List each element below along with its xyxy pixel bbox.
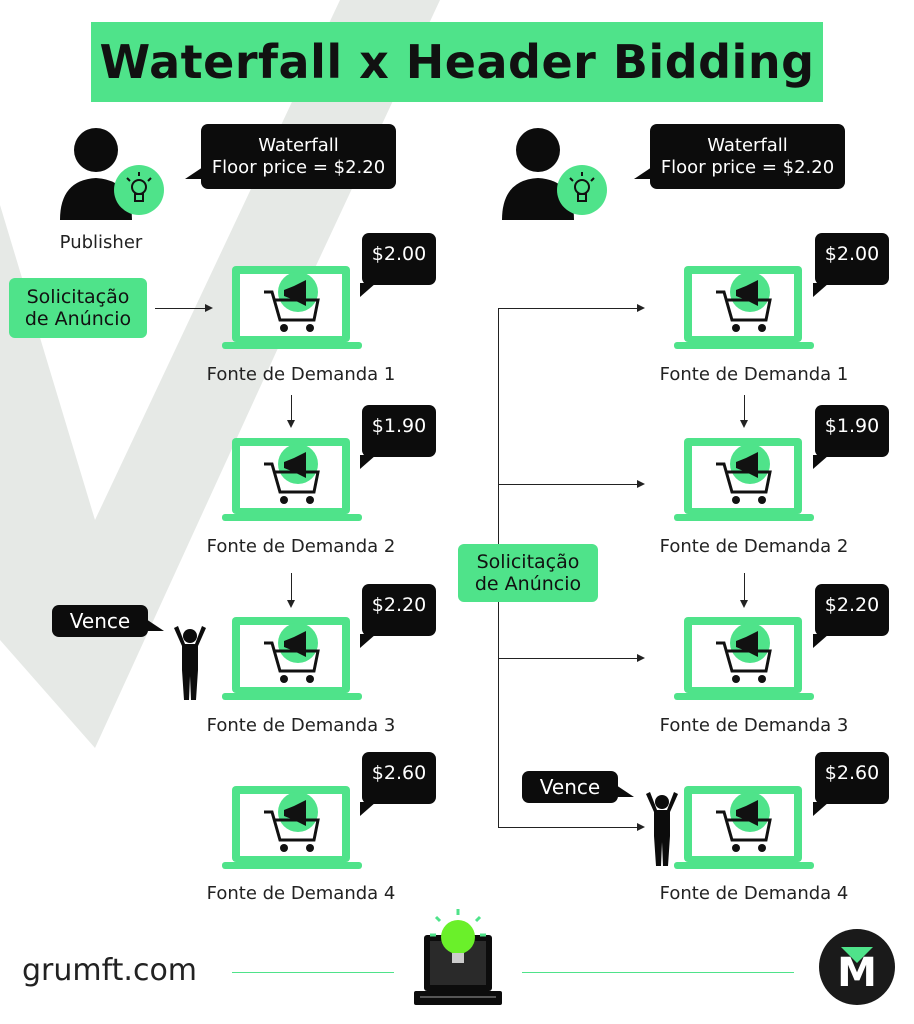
right-price-2: $1.90 bbox=[813, 405, 889, 469]
right-source-4-label: Fonte de Demanda 4 bbox=[659, 883, 849, 904]
right-branch-4 bbox=[498, 827, 638, 828]
left-bubble-line2: Floor price = $2.20 bbox=[211, 156, 386, 178]
right-laptop-1 bbox=[674, 262, 814, 352]
left-laptop-2 bbox=[222, 434, 362, 524]
right-laptop-3 bbox=[674, 613, 814, 703]
right-arrowhead-2-3 bbox=[740, 600, 748, 608]
footer-divider-left bbox=[232, 972, 394, 973]
left-source-4-label: Fonte de Demanda 4 bbox=[206, 883, 396, 904]
left-price-3: $2.20 bbox=[360, 584, 436, 648]
left-winner-badge: Vence bbox=[52, 605, 164, 637]
left-arrow-2-3 bbox=[291, 573, 292, 600]
title-banner: Waterfall x Header Bidding bbox=[91, 22, 823, 102]
left-winner-person-icon bbox=[174, 626, 206, 700]
laptop-lightbulb-icon bbox=[414, 909, 502, 1005]
right-branch-1-arrowhead bbox=[637, 304, 645, 312]
right-branch-3 bbox=[498, 658, 638, 659]
right-request-line1: Solicitação bbox=[476, 551, 580, 573]
right-arrowhead-1-2 bbox=[740, 420, 748, 428]
left-bubble-line1: Waterfall bbox=[258, 134, 339, 156]
left-source-2-label: Fonte de Demanda 2 bbox=[206, 536, 396, 557]
left-ad-request-box: Solicitação de Anúncio bbox=[9, 278, 147, 338]
publisher-person-icon bbox=[60, 128, 132, 220]
right-source-2-label: Fonte de Demanda 2 bbox=[659, 536, 849, 557]
right-lightbulb-icon bbox=[557, 165, 607, 215]
right-request-line2: de Anúncio bbox=[474, 573, 582, 595]
right-branch-3-arrowhead bbox=[637, 654, 645, 662]
left-request-line1: Solicitação bbox=[26, 286, 130, 308]
right-winner-person-icon bbox=[646, 792, 678, 866]
right-source-3-label: Fonte de Demanda 3 bbox=[659, 715, 849, 736]
right-publisher-person-icon bbox=[502, 128, 574, 220]
left-laptop-4 bbox=[222, 782, 362, 872]
right-branch-4-arrowhead bbox=[637, 823, 645, 831]
right-price-4: $2.60 bbox=[813, 752, 889, 816]
brand-logo: M bbox=[817, 927, 897, 1007]
right-ad-request-box: Solicitação de Anúncio bbox=[458, 544, 598, 602]
right-branch-2 bbox=[498, 484, 638, 485]
left-price-4: $2.60 bbox=[360, 752, 436, 816]
right-waterfall-bubble: Waterfall Floor price = $2.20 bbox=[634, 124, 845, 189]
right-price-3: $2.20 bbox=[813, 584, 889, 648]
left-request-arrow-line bbox=[155, 308, 207, 309]
left-source-3-label: Fonte de Demanda 3 bbox=[206, 715, 396, 736]
right-source-1-label: Fonte de Demanda 1 bbox=[659, 364, 849, 385]
lightbulb-icon bbox=[114, 165, 164, 215]
left-laptop-1 bbox=[222, 262, 362, 352]
left-arrowhead-1-2 bbox=[287, 420, 295, 428]
right-bubble-line2: Floor price = $2.20 bbox=[660, 156, 835, 178]
left-waterfall-bubble: Waterfall Floor price = $2.20 bbox=[185, 124, 396, 189]
right-laptop-2 bbox=[674, 434, 814, 524]
right-winner-badge: Vence bbox=[522, 771, 634, 803]
right-bubble-line1: Waterfall bbox=[707, 134, 788, 156]
brand-logo-letter: M bbox=[837, 950, 877, 996]
left-arrowhead-2-3 bbox=[287, 600, 295, 608]
right-arrow-1-2 bbox=[744, 395, 745, 420]
left-price-2: $1.90 bbox=[360, 405, 436, 469]
publisher-label: Publisher bbox=[59, 232, 143, 253]
left-request-line2: de Anúncio bbox=[24, 308, 132, 330]
left-request-arrowhead bbox=[205, 304, 213, 312]
footer-site: grumft.com bbox=[22, 953, 198, 988]
left-source-1-label: Fonte de Demanda 1 bbox=[206, 364, 396, 385]
right-branch-1 bbox=[498, 308, 638, 309]
left-laptop-3 bbox=[222, 613, 362, 703]
right-arrow-2-3 bbox=[744, 573, 745, 600]
right-laptop-4 bbox=[674, 782, 814, 872]
page-title: Waterfall x Header Bidding bbox=[99, 35, 815, 89]
right-price-1: $2.00 bbox=[813, 233, 889, 297]
left-arrow-1-2 bbox=[291, 395, 292, 420]
left-price-1: $2.00 bbox=[360, 233, 436, 297]
right-branch-2-arrowhead bbox=[637, 480, 645, 488]
footer-divider-right bbox=[522, 972, 794, 973]
